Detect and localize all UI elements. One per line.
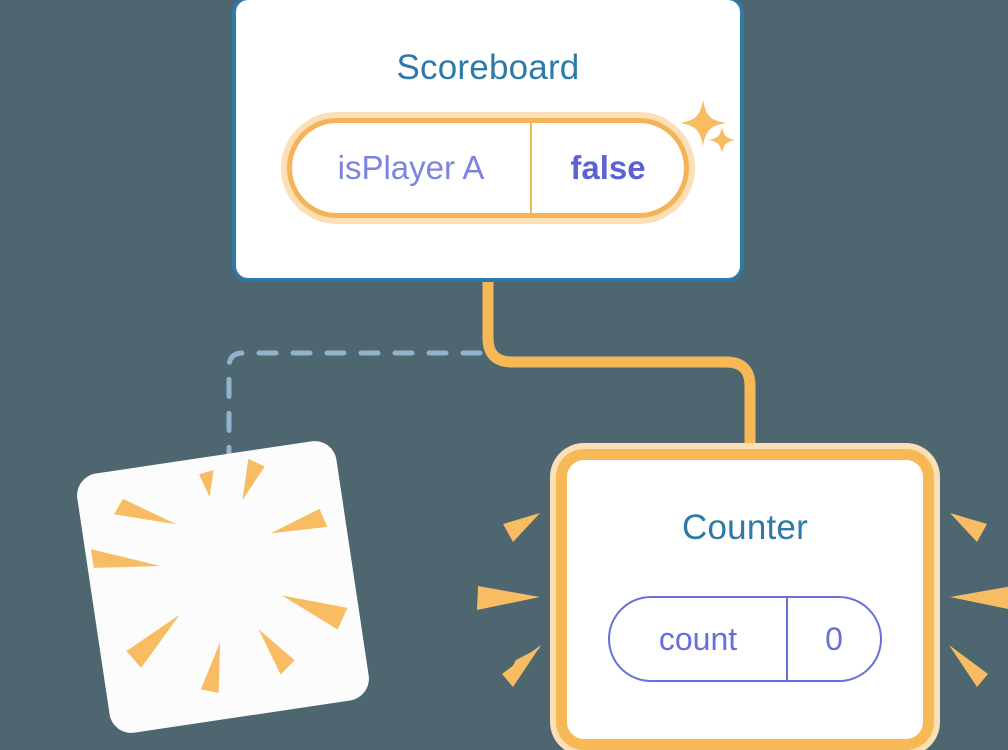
scoreboard-state-pill[interactable]: isPlayer A false (287, 118, 689, 218)
scoreboard-state-key: isPlayer A (292, 123, 532, 213)
burst-ray (200, 642, 221, 693)
counter-title: Counter (682, 508, 808, 547)
counter-state-value: 0 (825, 620, 843, 657)
scoreboard-state-pill-wrapper: isPlayer A false (287, 118, 689, 218)
burst-ray (90, 549, 161, 568)
scoreboard-state-value: false (570, 149, 646, 186)
popping-card[interactable] (74, 438, 372, 736)
scoreboard-title: Scoreboard (396, 48, 580, 87)
connector-solid-active (482, 282, 756, 470)
connector-dashed-inactive (226, 350, 483, 483)
counter-state-pill-wrapper: count 0 (608, 596, 882, 682)
counter-state-pill[interactable]: count 0 (608, 596, 882, 682)
burst-ray (114, 498, 177, 525)
scoreboard-card[interactable]: Scoreboard isPlayer A false (232, 0, 744, 282)
counter-card[interactable]: Counter count 0 (556, 449, 934, 750)
burst-ray (126, 614, 180, 668)
burst-ray (270, 508, 328, 534)
burst-ray (258, 629, 295, 675)
burst-ray (242, 458, 265, 501)
burst-ray (199, 470, 214, 497)
burst-ray (281, 595, 348, 630)
counter-state-key: count (610, 598, 788, 680)
burst-rays-icon (90, 458, 348, 693)
